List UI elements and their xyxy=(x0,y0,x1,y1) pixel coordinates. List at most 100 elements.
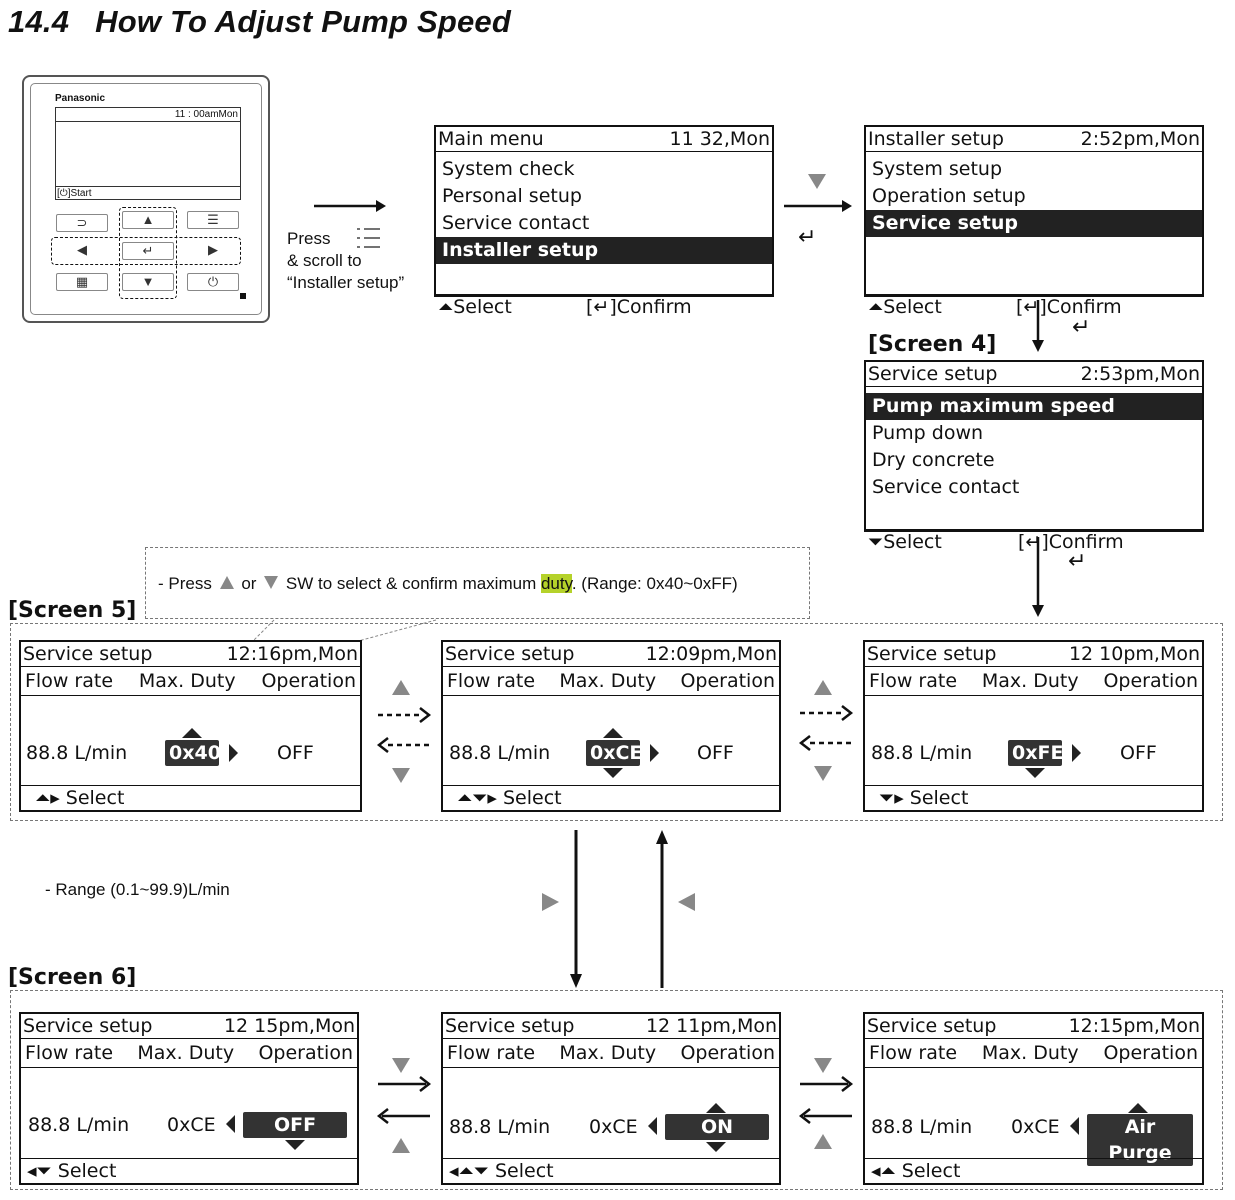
dashed-arrow-left-icon xyxy=(376,737,430,753)
col-flow-rate: Flow rate xyxy=(869,1042,958,1064)
section-number: 14.4 xyxy=(8,4,70,39)
screen5-label: [Screen 5] xyxy=(8,598,137,623)
dashed-arrow-right-icon xyxy=(800,705,854,721)
arrow-left-icon xyxy=(376,1108,430,1124)
col-max-duty: Max. Duty xyxy=(138,670,236,692)
remote-lcd: 11 : 00amMon [⏻]Start xyxy=(55,107,241,200)
menu-item-pump-down[interactable]: Pump down xyxy=(872,422,984,444)
screen-title: Service setup xyxy=(867,643,997,665)
down-button-icon xyxy=(814,1058,832,1073)
page-title: 14.4 How To Adjust Pump Speed xyxy=(8,4,511,40)
col-max-duty: Max. Duty xyxy=(137,1042,235,1064)
up-button-icon xyxy=(392,1138,410,1153)
down-arrow-icon xyxy=(1025,768,1045,778)
dashed-arrow-left-icon xyxy=(798,735,852,751)
down-arrow-icon xyxy=(603,768,623,778)
left-arrow-icon xyxy=(1070,1117,1079,1135)
screen-time: 12 11pm,Mon xyxy=(645,1015,777,1037)
flow-rate-value: 88.8 L/min xyxy=(871,1116,973,1138)
right-arrow-icon xyxy=(1072,744,1081,762)
screen-time: 11 32,Mon xyxy=(669,128,771,150)
menu-item-operation-setup[interactable]: Operation setup xyxy=(872,185,1026,207)
menu-button[interactable]: ☰ xyxy=(187,211,239,229)
operation-value[interactable]: Air Purge xyxy=(1087,1114,1193,1166)
menu-item-service-setup[interactable]: Service setup xyxy=(866,210,1202,237)
down-button-icon xyxy=(264,576,279,589)
menu-item-installer-setup[interactable]: Installer setup xyxy=(436,237,772,264)
right-arrow-icon xyxy=(229,744,238,762)
screen-time: 12 15pm,Mon xyxy=(223,1015,355,1037)
max-duty-value[interactable]: 0x40 xyxy=(165,740,221,766)
remote-start-label: [⏻]Start xyxy=(57,188,92,199)
left-arrow-icon xyxy=(648,1117,657,1135)
col-operation: Operation xyxy=(1103,1042,1198,1064)
menu-item-dry-concrete[interactable]: Dry concrete xyxy=(872,449,995,471)
max-duty-value: 0xCE xyxy=(589,1116,638,1138)
duty-note: - Press or SW to select & confirm maximu… xyxy=(158,574,738,594)
down-button[interactable]: ▼ xyxy=(122,273,174,291)
screen-footer: ⏶⏷▸ Select xyxy=(443,785,779,810)
up-arrow-icon xyxy=(182,728,202,738)
menu-item-system-check[interactable]: System check xyxy=(442,158,575,180)
menu-item-personal-setup[interactable]: Personal setup xyxy=(442,185,582,207)
screen-title: Service setup xyxy=(23,1015,153,1037)
col-flow-rate: Flow rate xyxy=(447,1042,536,1064)
screen-footer: ◂⏷ Select xyxy=(21,1158,357,1183)
screen-title: Installer setup xyxy=(868,128,1004,150)
section-title: How To Adjust Pump Speed xyxy=(95,4,511,39)
grid-button[interactable]: ▦ xyxy=(56,273,108,291)
screen-footer: ⏶Select [↵]Confirm xyxy=(436,294,772,318)
arrow-down-icon xyxy=(1032,537,1044,617)
enter-icon: ↵ xyxy=(798,224,817,249)
footer-select: ⏶Select xyxy=(438,296,512,318)
screen-header: Service setup 12 15pm,Mon xyxy=(21,1014,357,1039)
screen-time: 12:09pm,Mon xyxy=(645,643,777,665)
column-headers: Flow rate Max. Duty Operation xyxy=(21,667,360,696)
left-button[interactable]: ◀ xyxy=(56,242,108,260)
remote-controller: Panasonic 11 : 00amMon [⏻]Start ⊃ ▲ ☰ ◀ … xyxy=(22,75,270,323)
menu-item-pump-maximum-speed[interactable]: Pump maximum speed xyxy=(866,393,1202,420)
back-button[interactable]: ⊃ xyxy=(56,214,108,232)
col-operation: Operation xyxy=(258,1042,353,1064)
flow-rate-value: 88.8 L/min xyxy=(871,742,973,764)
menu-item-system-setup[interactable]: System setup xyxy=(872,158,1003,180)
remote-lcd-divider xyxy=(56,121,240,122)
enter-button[interactable]: ↵ xyxy=(122,242,174,260)
footer-confirm: [↵]Confirm xyxy=(1018,531,1124,553)
max-duty-value[interactable]: 0xCE xyxy=(586,740,642,766)
up-arrow-icon xyxy=(1128,1103,1148,1113)
dashed-arrow-right-icon xyxy=(378,707,432,723)
screen4: Service setup 2:53pm,Mon Pump maximum sp… xyxy=(864,360,1204,553)
screen-time: 2:52pm,Mon xyxy=(1080,128,1200,150)
screen-title: Service setup xyxy=(867,1015,997,1037)
left-right-highlight xyxy=(51,237,241,265)
col-flow-rate: Flow rate xyxy=(447,670,536,692)
col-operation: Operation xyxy=(261,670,356,692)
menu-item-service-contact[interactable]: Service contact xyxy=(872,476,1020,498)
screen-header: Service setup 12 10pm,Mon xyxy=(865,642,1202,667)
down-button-icon xyxy=(814,766,832,781)
main-menu-screen: Main menu 11 32,Mon System check Persona… xyxy=(434,125,774,318)
screen-title: Service setup xyxy=(23,643,153,665)
operation-value[interactable]: ON xyxy=(665,1114,769,1140)
screen-time: 12:16pm,Mon xyxy=(226,643,358,665)
col-flow-rate: Flow rate xyxy=(25,670,114,692)
operation-value[interactable]: OFF xyxy=(243,1112,347,1138)
col-max-duty: Max. Duty xyxy=(981,1042,1079,1064)
screen-header: Installer setup 2:52pm,Mon xyxy=(866,127,1202,152)
operation-value: OFF xyxy=(277,742,314,764)
menu-icon xyxy=(357,228,380,248)
menu-item-service-contact[interactable]: Service contact xyxy=(442,212,590,234)
screen-title: Service setup xyxy=(445,1015,575,1037)
duty-note-box xyxy=(145,547,810,619)
max-duty-value[interactable]: 0xFE xyxy=(1008,740,1063,766)
screen-time: 12 10pm,Mon xyxy=(1068,643,1200,665)
power-button[interactable]: ⏻ xyxy=(187,273,239,291)
right-button[interactable]: ▶ xyxy=(187,242,239,260)
col-flow-rate: Flow rate xyxy=(25,1042,114,1064)
up-button[interactable]: ▲ xyxy=(122,211,174,229)
screen4-label: [Screen 4] xyxy=(868,332,997,357)
